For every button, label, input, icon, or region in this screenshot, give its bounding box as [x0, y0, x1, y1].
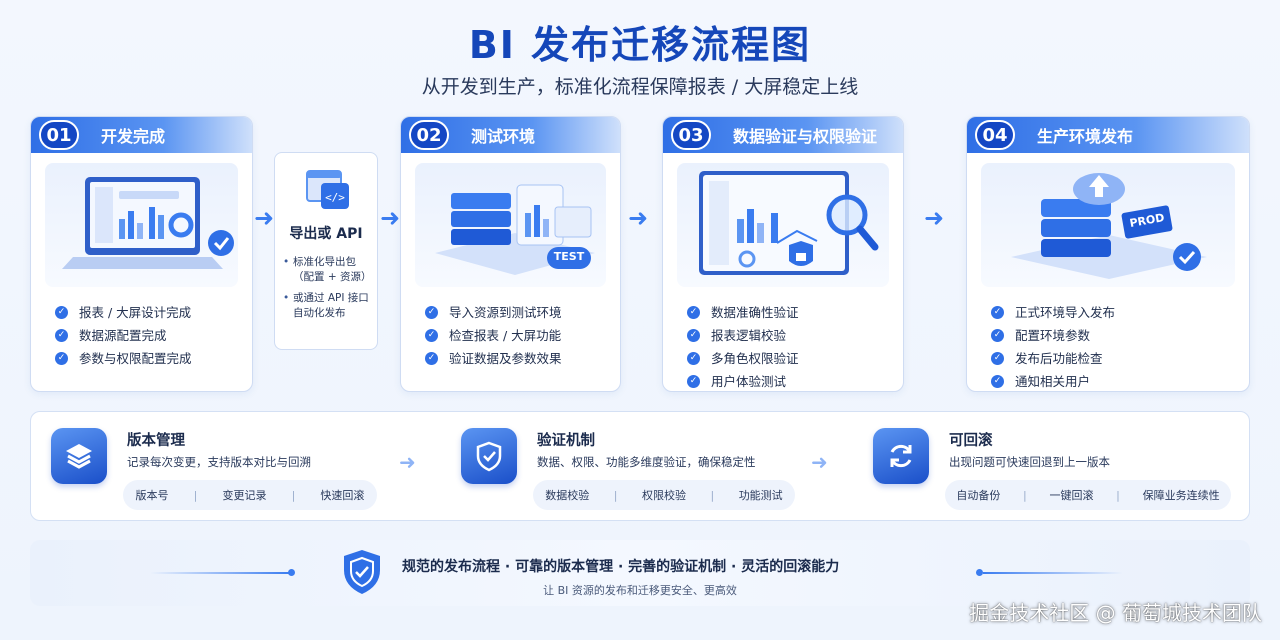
- check-icon: ✓: [687, 375, 700, 388]
- check-icon: ✓: [687, 352, 700, 365]
- export-title: 导出或 API: [289, 226, 363, 242]
- test-badge: TEST: [553, 250, 585, 263]
- summary-banner: 规范的发布流程 · 可靠的版本管理 · 完善的验证机制 · 灵活的回滚能力 让 …: [30, 540, 1250, 606]
- arrow-right-icon: ➜: [811, 450, 828, 474]
- step-card-verify: 03 数据验证与权限验证 ✓数据准确性验证 ✓报表逻辑校验 ✓多角色权限验证 ✓…: [662, 116, 904, 392]
- dashboard-verify-illustration: [677, 163, 889, 287]
- check-icon: ✓: [991, 352, 1004, 365]
- laptop-illustration: [45, 163, 238, 287]
- list-item: 标准化导出包（配置 + 资源）: [283, 255, 373, 285]
- export-api-box: </> 导出或 API 标准化导出包（配置 + 资源） 或通过 API 接口自动…: [274, 152, 378, 350]
- banner-main-text: 规范的发布流程 · 可靠的版本管理 · 完善的验证机制 · 灵活的回滚能力: [402, 559, 840, 575]
- list-item: ✓发布后功能检查: [991, 347, 1115, 370]
- list-item: ✓数据准确性验证: [687, 301, 799, 324]
- list-item: ✓正式环境导入发布: [991, 301, 1115, 324]
- tag: 功能测试: [738, 489, 783, 502]
- layers-icon: [51, 428, 107, 484]
- svg-text:</>: </>: [325, 191, 345, 204]
- step-card-prod: 04 生产环境发布 PROD ✓正式环境导入发布 ✓配置环境参数 ✓发布后功能检…: [966, 116, 1250, 392]
- list-item: 或通过 API 接口自动化发布: [283, 291, 373, 321]
- check-icon: ✓: [55, 352, 68, 365]
- list-item: ✓检查报表 / 大屏功能: [425, 324, 562, 347]
- list-item: ✓报表 / 大屏设计完成: [55, 301, 192, 324]
- check-icon: ✓: [991, 329, 1004, 342]
- tag: 一键回滚: [1049, 489, 1094, 502]
- divider: [983, 572, 1123, 574]
- step-number: 03: [671, 120, 711, 150]
- step-title: 生产环境发布: [1037, 127, 1134, 146]
- arrow-right-icon: ➜: [254, 204, 275, 232]
- list-item: ✓报表逻辑校验: [687, 324, 799, 347]
- tag: 快速回滚: [320, 489, 365, 502]
- banner-sub-text: 让 BI 资源的发布和迁移更安全、更高效: [543, 584, 737, 597]
- tag: 变更记录: [222, 489, 267, 502]
- list-item: ✓参数与权限配置完成: [55, 347, 192, 370]
- tag: 数据校验: [545, 489, 590, 502]
- list-item: ✓多角色权限验证: [687, 347, 799, 370]
- refresh-icon: [873, 428, 929, 484]
- arrow-right-icon: ➜: [399, 450, 416, 474]
- arrow-right-icon: ➜: [924, 204, 945, 232]
- page-title: BI 发布迁移流程图: [468, 23, 812, 67]
- arrow-right-icon: ➜: [628, 204, 649, 232]
- watermark: 掘金技术社区 @ 葡萄城技术团队: [969, 601, 1262, 625]
- check-icon: ✓: [991, 375, 1004, 388]
- list-item: ✓导入资源到测试环境: [425, 301, 562, 324]
- step-card-test: 02 测试环境 TEST ✓导入资源到测试环境 ✓检查报表 / 大屏功能 ✓验证…: [400, 116, 621, 392]
- check-icon: ✓: [687, 329, 700, 342]
- check-icon: ✓: [425, 329, 438, 342]
- test-server-illustration: TEST: [415, 163, 606, 287]
- list-item: ✓配置环境参数: [991, 324, 1115, 347]
- prod-server-illustration: PROD: [981, 163, 1235, 287]
- tag: 权限校验: [641, 489, 686, 502]
- dot: [976, 569, 983, 576]
- check-icon: ✓: [55, 329, 68, 342]
- list-item: ✓用户体验测试: [687, 370, 799, 391]
- check-icon: ✓: [425, 306, 438, 319]
- tag: 版本号: [135, 489, 169, 502]
- mechanisms-panel: 版本管理 记录每次变更，支持版本对比与回溯 版本号| 变更记录| 快速回滚 ➜ …: [30, 411, 1250, 521]
- tag: 自动备份: [956, 489, 1001, 502]
- mechanism-desc: 记录每次变更，支持版本对比与回溯: [127, 455, 311, 469]
- step-card-dev: 01 开发完成 ✓报表 / 大屏设计完成 ✓数据源配置完成 ✓参数与权限配置完成: [30, 116, 253, 392]
- tag-group: 自动备份| 一键回滚| 保障业务连续性: [945, 480, 1231, 510]
- check-icon: ✓: [991, 306, 1004, 319]
- step-number: 04: [975, 120, 1015, 150]
- code-window-icon: </>: [306, 170, 349, 209]
- mechanism-version: 版本管理 记录每次变更，支持版本对比与回溯 版本号| 变更记录| 快速回滚: [31, 412, 431, 522]
- mechanism-rollback: 可回滚 出现问题可快速回退到上一版本 自动备份| 一键回滚| 保障业务连续性: [853, 412, 1251, 522]
- step-number: 02: [409, 120, 449, 150]
- mechanism-desc: 出现问题可快速回退到上一版本: [949, 455, 1110, 469]
- check-icon: ✓: [687, 306, 700, 319]
- mechanism-desc: 数据、权限、功能多维度验证，确保稳定性: [537, 455, 756, 469]
- tag-group: 版本号| 变更记录| 快速回滚: [123, 480, 377, 510]
- list-item: ✓验证数据及参数效果: [425, 347, 562, 370]
- shield-check-icon: [461, 428, 517, 484]
- step-title: 开发完成: [101, 127, 166, 146]
- mechanism-title: 可回滚: [949, 433, 993, 449]
- mechanism-title: 验证机制: [537, 433, 595, 449]
- page-subtitle: 从开发到生产，标准化流程保障报表 / 大屏稳定上线: [421, 76, 859, 98]
- list-item: ✓数据源配置完成: [55, 324, 192, 347]
- check-icon: ✓: [55, 306, 68, 319]
- tag-group: 数据校验| 权限校验| 功能测试: [533, 480, 795, 510]
- mechanism-verify: 验证机制 数据、权限、功能多维度验证，确保稳定性 数据校验| 权限校验| 功能测…: [441, 412, 841, 522]
- check-icon: ✓: [425, 352, 438, 365]
- tag: 保障业务连续性: [1142, 489, 1220, 502]
- divider: [150, 572, 290, 574]
- step-title: 数据验证与权限验证: [733, 127, 878, 146]
- arrow-right-icon: ➜: [380, 204, 401, 232]
- shield-check-icon: [344, 550, 380, 594]
- mechanism-title: 版本管理: [127, 433, 185, 449]
- dot: [288, 569, 295, 576]
- step-title: 测试环境: [471, 127, 536, 146]
- list-item: ✓通知相关用户: [991, 370, 1115, 391]
- step-number: 01: [39, 120, 79, 150]
